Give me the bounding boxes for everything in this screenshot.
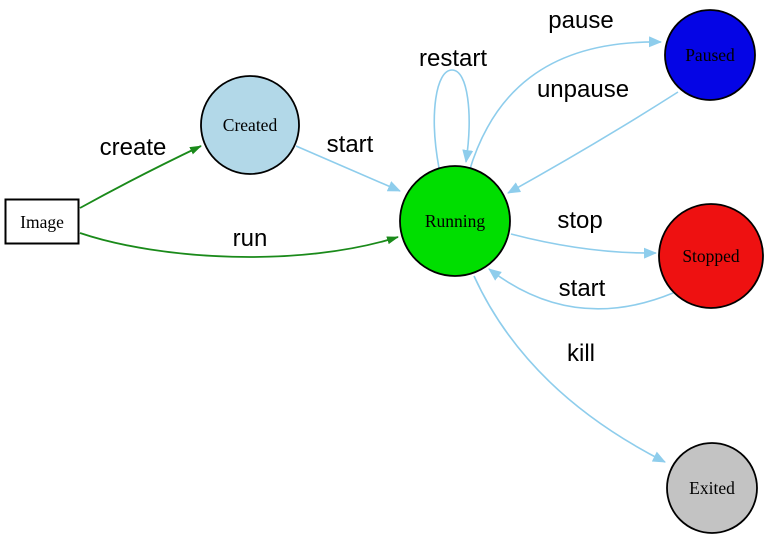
node-created-label: Created (223, 115, 278, 135)
node-running-shape (399, 165, 511, 277)
edge-label-start-again: start (559, 275, 606, 302)
edge-start-again (488, 268, 674, 310)
node-image-label: Image (20, 212, 64, 232)
node-created-shape (200, 75, 300, 175)
edge-label-pause: pause (548, 7, 613, 34)
node-running-label: Running (425, 211, 486, 231)
edge-labels: create run start restart pause unpause s… (100, 7, 629, 367)
edge-pause (468, 36, 662, 173)
edge-stop (510, 233, 657, 259)
node-stopped-label: Stopped (682, 246, 740, 266)
edges (79, 36, 679, 463)
edge-kill (473, 275, 666, 463)
node-exited-label: Exited (689, 478, 735, 498)
node-exited-shape (666, 442, 758, 534)
node-paused: Paused (664, 9, 756, 101)
node-created: Created (200, 75, 300, 175)
edge-unpause (507, 91, 679, 194)
edge-run (79, 232, 399, 258)
edge-start (295, 145, 401, 192)
edge-label-stop: stop (557, 207, 602, 234)
edge-label-start: start (327, 131, 374, 158)
nodes: Image Created Running Paused Stopped Exi (4, 9, 764, 534)
edge-label-restart: restart (419, 45, 487, 72)
edge-label-run: run (233, 225, 268, 252)
node-exited: Exited (666, 442, 758, 534)
edge-label-create: create (100, 134, 167, 161)
edge-label-kill: kill (567, 340, 595, 367)
node-image-shape (4, 198, 80, 245)
node-running: Running (399, 165, 511, 277)
edge-create (79, 145, 202, 209)
edge-label-unpause: unpause (537, 76, 629, 103)
edge-restart-loop (433, 69, 474, 169)
node-stopped-shape (658, 203, 764, 309)
node-stopped: Stopped (658, 203, 764, 309)
node-image: Image (4, 198, 80, 245)
node-paused-label: Paused (685, 45, 735, 65)
node-paused-shape (664, 9, 756, 101)
